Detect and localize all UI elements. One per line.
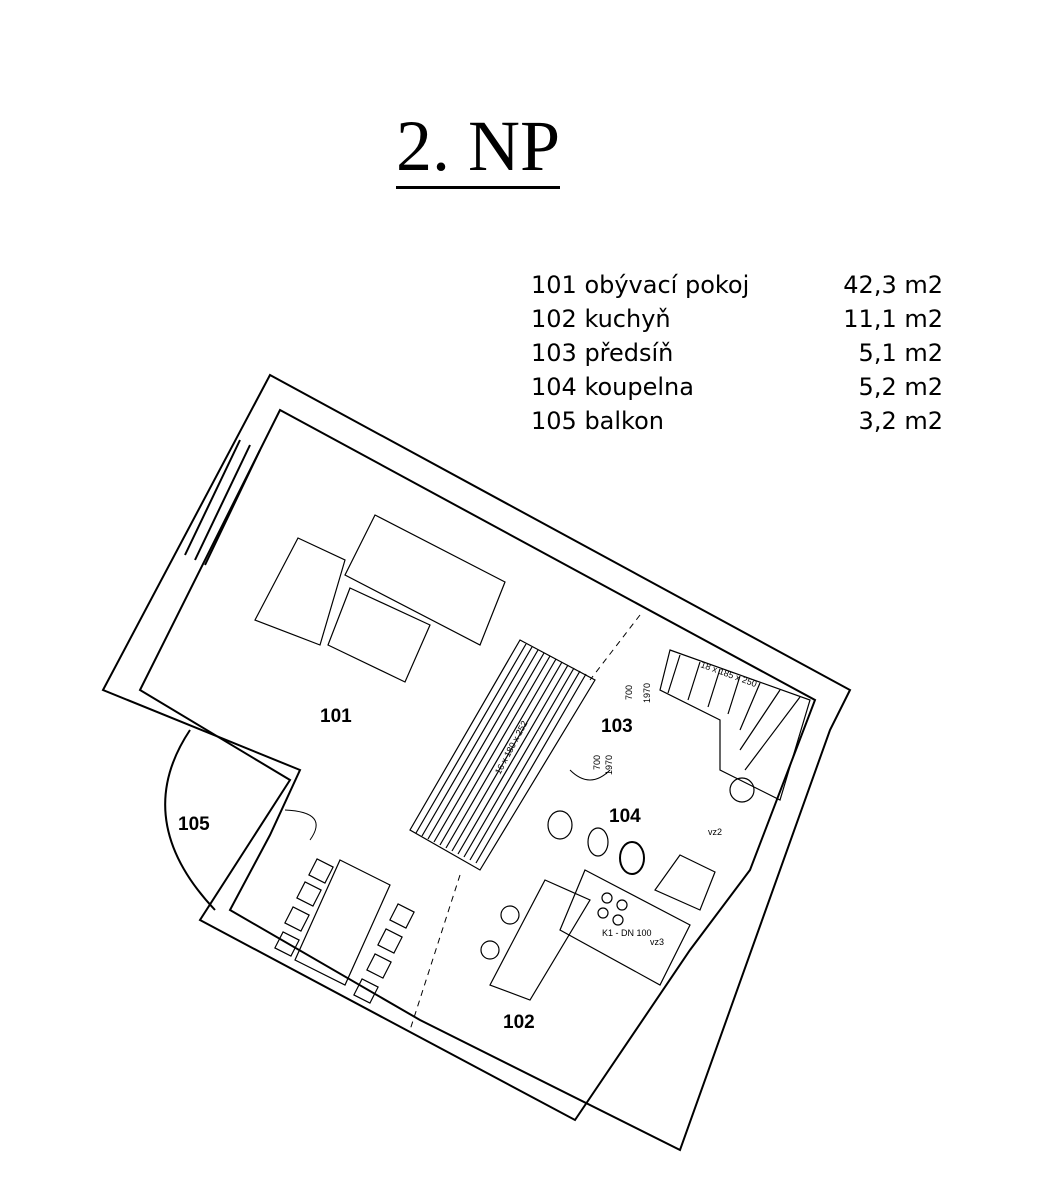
vz3-label: vz3 xyxy=(650,937,664,947)
balcony-outline xyxy=(164,729,216,911)
washbasin-icon xyxy=(729,777,755,803)
legend-room-area: 3,2 m2 xyxy=(858,407,943,435)
stove-icon xyxy=(597,892,628,926)
coffee-table xyxy=(327,587,431,683)
room-legend: 101 obývací pokoj 42,3 m2 102 kuchyň 11,… xyxy=(531,268,951,438)
legend-row: 102 kuchyň 11,1 m2 xyxy=(531,302,951,336)
door-label: 700 xyxy=(624,685,634,700)
room-label-103: 103 xyxy=(601,716,633,737)
legend-room-area: 11,1 m2 xyxy=(843,305,943,333)
kt-dn-label: K1 - DN 100 xyxy=(602,928,652,938)
legend-room-area: 5,2 m2 xyxy=(858,373,943,401)
upper-staircase xyxy=(659,649,811,801)
door-label: 1970 xyxy=(604,755,614,775)
kitchen-counter xyxy=(559,869,691,986)
main-staircase xyxy=(409,639,596,871)
legend-row: 103 předsíň 5,1 m2 xyxy=(531,336,951,370)
bidet-icon xyxy=(587,827,609,857)
room-label-105: 105 xyxy=(178,814,210,835)
legend-row: 101 obývací pokoj 42,3 m2 xyxy=(531,268,951,302)
legend-room-label: 103 předsíň xyxy=(531,339,674,367)
legend-room-area: 42,3 m2 xyxy=(843,271,943,299)
kitchen-island xyxy=(489,879,591,1001)
bar-stool-icon xyxy=(480,940,500,960)
legend-room-label: 102 kuchyň xyxy=(531,305,671,333)
page-title: 2. NP xyxy=(396,106,561,189)
legend-room-label: 104 koupelna xyxy=(531,373,694,401)
left-window xyxy=(184,439,261,566)
door-label: 1970 xyxy=(642,683,652,703)
room-divider xyxy=(409,874,461,1031)
door-swing xyxy=(569,769,611,781)
door-label: 700 xyxy=(592,755,602,770)
sofa xyxy=(254,514,506,646)
dining-chairs xyxy=(274,858,415,1004)
inner-wall xyxy=(138,408,817,1122)
room-label-102: 102 xyxy=(503,1012,535,1033)
legend-room-area: 5,1 m2 xyxy=(858,339,943,367)
legend-row: 105 balkon 3,2 m2 xyxy=(531,404,951,438)
dining-table xyxy=(294,859,391,986)
sink-icon xyxy=(547,810,573,840)
toilet-icon xyxy=(619,841,645,875)
legend-room-label: 101 obývací pokoj xyxy=(531,271,750,299)
legend-row: 104 koupelna 5,2 m2 xyxy=(531,370,951,404)
outer-wall xyxy=(101,373,852,1152)
room-label-101: 101 xyxy=(320,706,352,727)
room-divider xyxy=(589,614,641,681)
bar-stool-icon xyxy=(500,905,520,925)
room-label-104: 104 xyxy=(609,806,641,827)
vz2-label: vz2 xyxy=(708,827,722,837)
shower-icon xyxy=(654,854,716,911)
door-swing xyxy=(284,809,317,841)
legend-room-label: 105 balkon xyxy=(531,407,664,435)
